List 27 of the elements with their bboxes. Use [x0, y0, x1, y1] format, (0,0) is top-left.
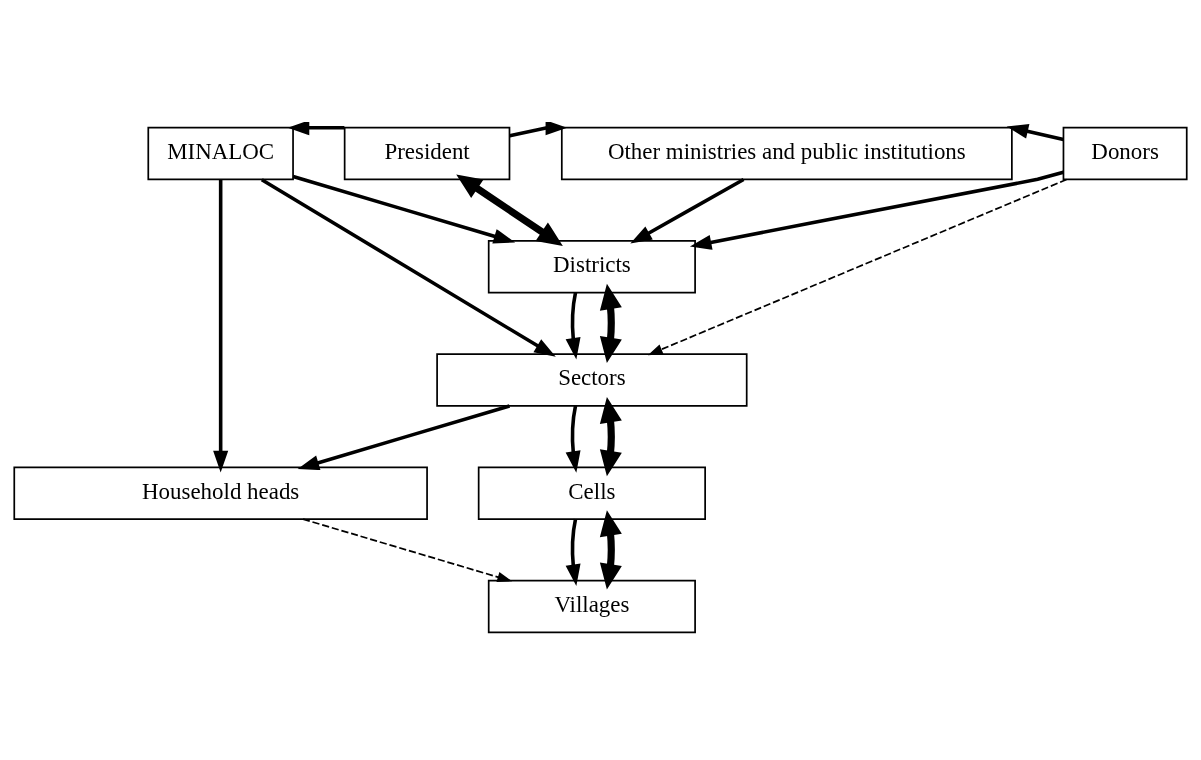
- node-box: Other ministries and public institutions: [560, 126, 1013, 181]
- node-box: President: [343, 126, 511, 181]
- arrow: [565, 292, 581, 360]
- arrow: [213, 179, 229, 473]
- arrow: [292, 174, 516, 244]
- arrow: [599, 283, 622, 363]
- arrow: [1006, 123, 1064, 142]
- node-box: MINALOC: [147, 126, 294, 181]
- node-box: Donors: [1062, 126, 1188, 181]
- arrow: [509, 122, 568, 138]
- arrow: [599, 397, 622, 477]
- node-box: Cells: [477, 466, 706, 520]
- arrow: [630, 177, 745, 244]
- node-box: Villages: [487, 579, 696, 634]
- arrow: [689, 170, 1064, 250]
- arrow: [302, 518, 513, 583]
- arrow: [287, 122, 345, 136]
- arrow: [647, 178, 1068, 356]
- node-box: Districts: [487, 240, 696, 294]
- node-box: Household heads: [13, 466, 428, 520]
- arrow: [565, 405, 581, 473]
- arrow: [260, 178, 556, 357]
- arrow: [456, 174, 563, 246]
- node-box: Sectors: [436, 353, 748, 407]
- arrow: [565, 518, 581, 586]
- arrow: [297, 404, 510, 470]
- arrow: [599, 510, 622, 590]
